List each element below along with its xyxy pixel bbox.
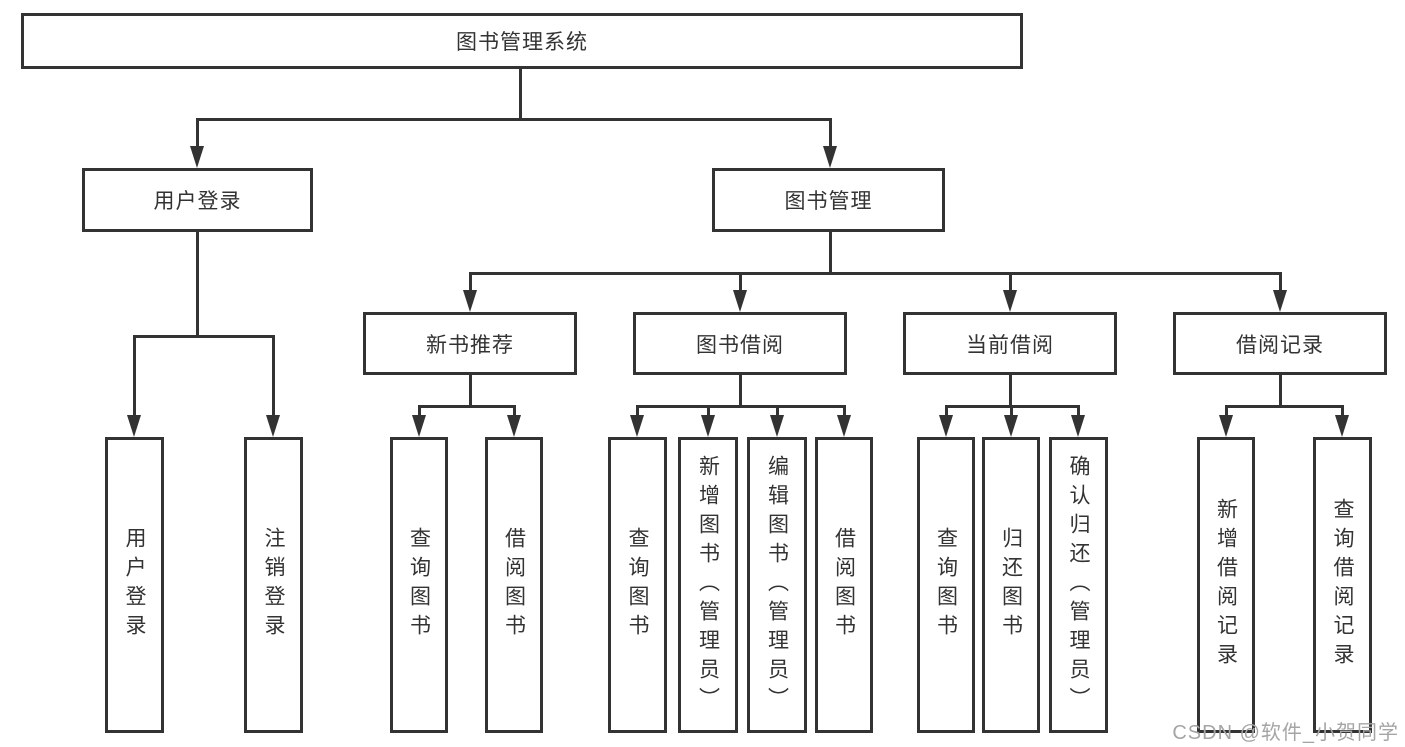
leaf-query-books-recommend: 查询图书 [390,437,448,733]
line-drop-leaf [635,405,639,417]
line-root-drop [518,68,522,121]
line-drop-leaf [1076,405,1080,417]
arrow-down-icon [1335,415,1349,437]
leaf-edit-books-admin: 编辑图书（管理员） [747,437,807,733]
arrow-down-icon [266,415,280,437]
line-node-drop [468,375,472,408]
leaf-label: 借阅图书 [502,527,526,643]
line-drop-node [468,272,472,292]
arrow-down-icon [733,290,747,312]
arrow-down-icon [1004,415,1018,437]
leaf-add-borrow-record: 新增借阅记录 [1197,437,1255,733]
line-book-mgmt-drop [828,232,832,275]
line-drop-leaf [1224,405,1228,417]
node-book-management-label: 图书管理 [784,190,873,213]
leaf-logout: 注销登录 [244,437,303,733]
line-user-login-branch [132,335,275,338]
node-user-login-label: 用户登录 [153,190,242,213]
leaf-label: 归还图书 [999,527,1023,643]
line-drop-leaf [775,405,779,417]
node-current-borrow-label: 当前借阅 [966,333,1054,357]
line-branch [1224,405,1344,408]
arrow-down-icon [701,415,715,437]
leaf-label: 确认归还（管理员） [1067,454,1090,716]
node-user-login: 用户登录 [82,168,313,232]
line-drop-leaf [1340,405,1344,417]
leaf-label: 查询借阅记录 [1331,498,1354,672]
line-drop-node [1278,272,1282,292]
line-node-drop [1278,375,1282,408]
line-drop-leaf [512,405,516,417]
arrow-down-icon [1003,290,1017,312]
line-branch [417,405,516,408]
leaf-return-books: 归还图书 [982,437,1040,733]
arrow-down-icon [837,415,851,437]
arrow-down-icon [1219,415,1233,437]
leaf-label: 新增借阅记录 [1214,498,1238,672]
leaf-label: 用户登录 [123,527,146,643]
leaf-label: 编辑图书（管理员） [765,454,789,716]
line-branch [635,405,846,408]
line-node-drop [738,375,742,408]
node-root-label: 图书管理系统 [456,31,588,54]
line-drop-user-login [195,118,199,150]
arrow-down-icon [770,415,784,437]
node-new-book-recommend: 新书推荐 [363,312,577,375]
line-user-login-drop [195,232,199,338]
arrow-down-icon [939,415,953,437]
node-book-borrow: 图书借阅 [633,312,847,375]
leaf-label: 新增图书（管理员） [696,454,720,716]
line-drop-leaf [132,335,136,417]
node-book-management: 图书管理 [712,168,945,232]
arrow-down-icon [1273,290,1287,312]
arrow-down-icon [463,290,477,312]
arrow-down-icon [507,415,521,437]
line-node-drop [1008,375,1012,408]
line-drop-node [1008,272,1012,292]
leaf-query-books: 查询图书 [608,437,667,733]
leaf-confirm-return-admin: 确认归还（管理员） [1049,437,1108,733]
watermark-text: CSDN @软件_小贺同学 [1172,722,1399,744]
leaf-query-borrow-record: 查询借阅记录 [1313,437,1372,733]
line-book-mgmt-branch [468,272,1282,275]
line-drop-leaf [706,405,710,417]
node-current-borrow: 当前借阅 [903,312,1117,375]
line-drop-node [738,272,742,292]
node-borrow-record-label: 借阅记录 [1236,333,1324,357]
line-drop-leaf [1009,405,1013,417]
leaf-label: 查询图书 [626,527,649,643]
leaf-user-login: 用户登录 [105,437,164,733]
arrow-down-icon [412,415,426,437]
leaf-label: 注销登录 [262,527,285,643]
line-drop-leaf [271,335,275,417]
line-drop-leaf [842,405,846,417]
leaf-label: 查询图书 [934,527,958,643]
arrow-down-icon [1071,415,1085,437]
node-root: 图书管理系统 [21,13,1023,69]
leaf-add-books-admin: 新增图书（管理员） [678,437,738,733]
line-drop-leaf [417,405,421,417]
line-root-branch [195,118,832,121]
line-drop-leaf [944,405,948,417]
node-borrow-record: 借阅记录 [1173,312,1387,375]
leaf-borrow-books-recommend: 借阅图书 [485,437,543,733]
arrow-down-icon [630,415,644,437]
leaf-label: 查询图书 [407,527,431,643]
node-book-borrow-label: 图书借阅 [696,333,784,357]
node-new-book-recommend-label: 新书推荐 [426,333,514,357]
leaf-label: 借阅图书 [832,527,856,643]
leaf-borrow-books: 借阅图书 [815,437,873,733]
leaf-query-books-current: 查询图书 [917,437,975,733]
arrow-down-icon [190,146,204,168]
line-drop-book-mgmt [828,118,832,150]
arrow-down-icon [823,146,837,168]
arrow-down-icon [127,415,141,437]
